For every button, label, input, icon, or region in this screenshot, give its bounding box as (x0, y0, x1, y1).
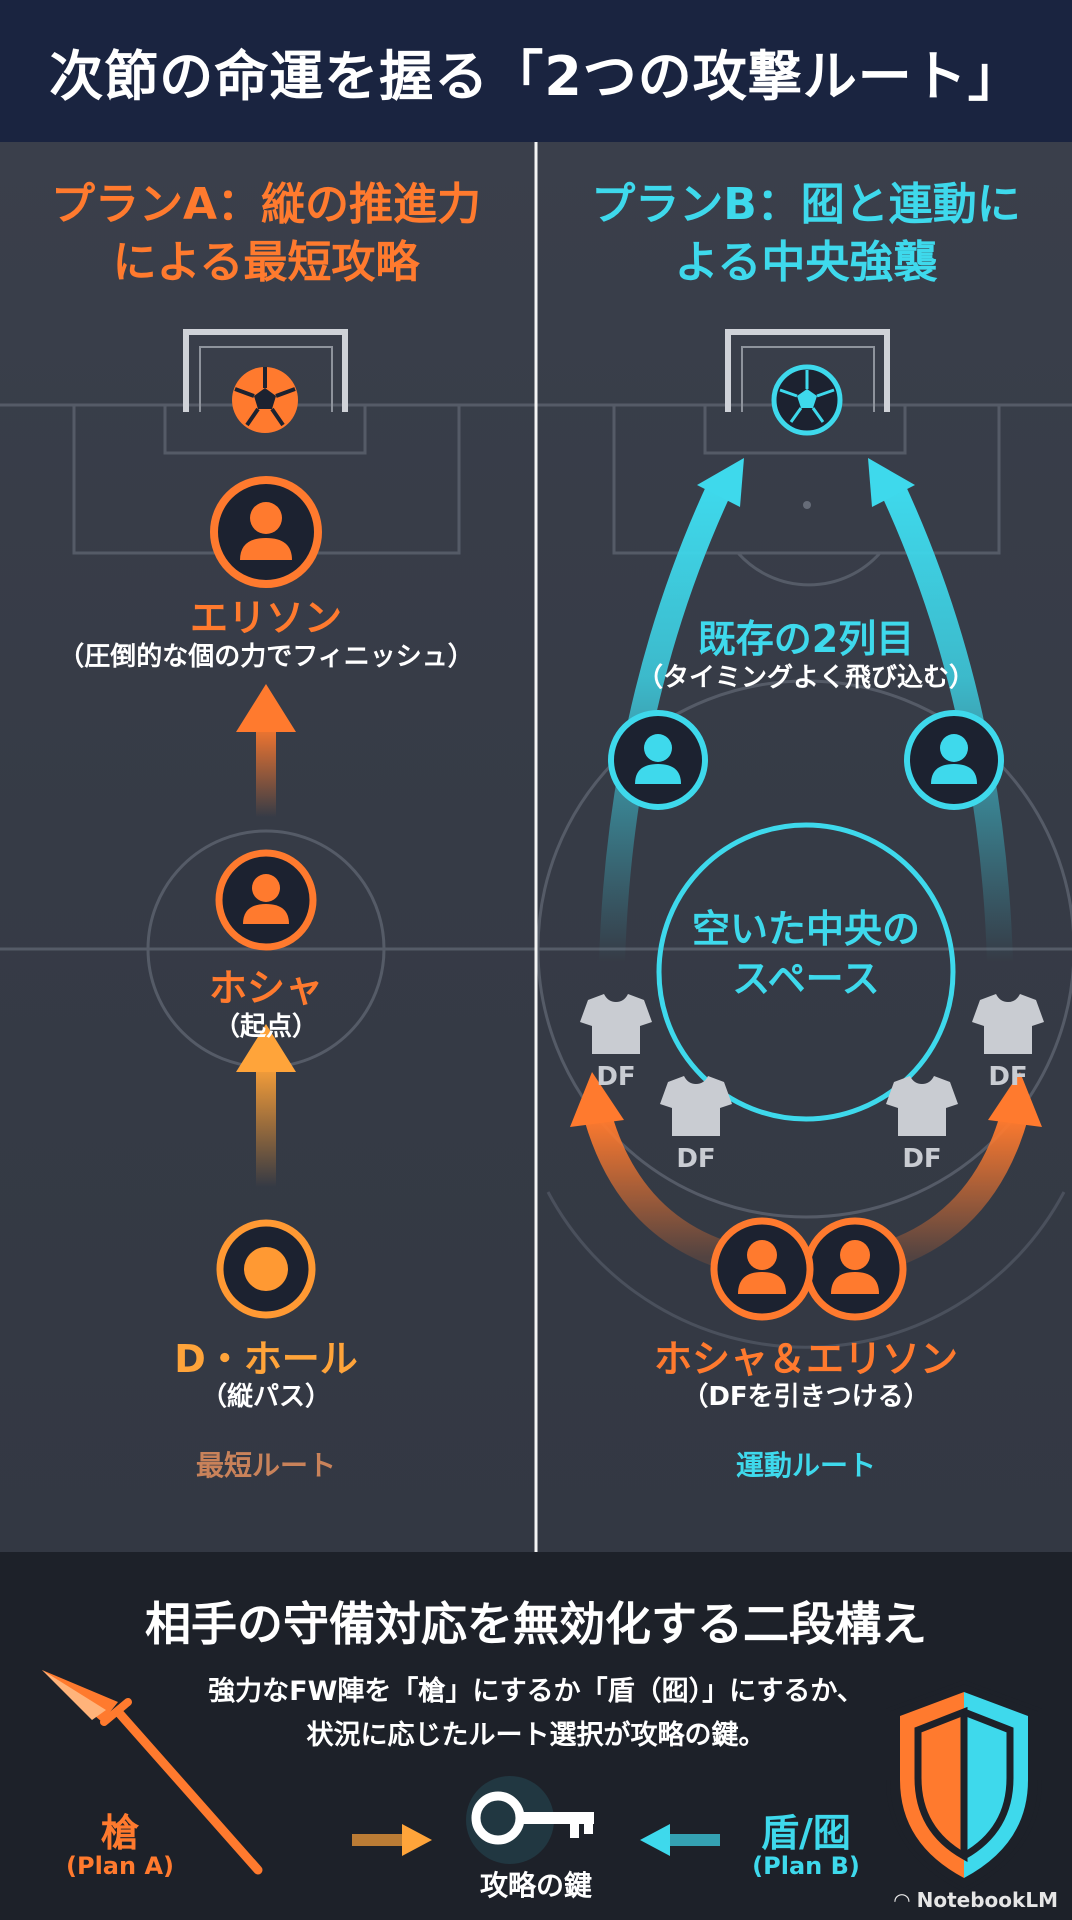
pitch-graphics (0, 142, 1072, 1552)
df-label: DF (902, 1144, 942, 1174)
shield-icon (886, 1679, 1042, 1893)
plan-b-title: プランB：囮と連動に よる中央強襲 (591, 176, 1021, 292)
decoys-name: ホシャ＆エリソン (653, 1337, 959, 1381)
key-icon (466, 1776, 594, 1864)
header: 次節の命運を握る「2つの攻撃ルート」 (0, 0, 1072, 142)
brand-label: ◠ NotebookLM (894, 1888, 1058, 1912)
plan-a-title-line1: プランA：縦の推進力 (50, 179, 482, 230)
ball-icon (771, 364, 843, 436)
space-ring (656, 822, 956, 1122)
player-icon (904, 710, 1004, 810)
df-label: DF (988, 1062, 1028, 1092)
origin-marker (216, 1219, 316, 1319)
runners-role: （タイミングよく飛び込む） (636, 663, 976, 693)
plan-b-title-line1: プランB：囮と連動に (591, 179, 1021, 230)
plan-a-title-line2: による最短攻略 (112, 237, 420, 288)
goal-icon (725, 329, 890, 412)
summary-desc-line2: 状況に応じたルート選択が攻略の鍵。 (306, 1720, 766, 1751)
central-space-line1: 空いた中央の (691, 907, 921, 951)
jersey-icon (972, 994, 1044, 1054)
finisher-name: エリソン (189, 596, 343, 640)
arrow-icon (352, 1824, 720, 1856)
route-label-b: 運動ルート (735, 1449, 877, 1482)
spear-icon (42, 1670, 263, 1875)
player-icon (710, 1217, 814, 1321)
summary-title: 相手の守備対応を無効化する二段構え (145, 1597, 927, 1651)
arrow-icon (236, 684, 296, 1187)
plan-b-title-line2: よる中央強襲 (674, 237, 938, 288)
arrow-icon (570, 1072, 1042, 1271)
page-title: 次節の命運を握る「2つの攻撃ルート」 (49, 44, 1023, 108)
pitch-area: プランA：縦の推進力 による最短攻略 エリソン （圧倒的な個の力でフィニッシュ）… (0, 142, 1072, 1552)
summary-graphics (42, 1670, 1042, 1893)
arrow-icon (599, 458, 1013, 963)
spear-plan-label: (Plan A) (66, 1852, 174, 1880)
jersey-icon (660, 1076, 732, 1136)
pivot-name: ホシャ (208, 966, 324, 1010)
df-label: DF (596, 1062, 636, 1092)
pivot-role: （起点） (213, 1012, 319, 1042)
summary-desc-line1: 強力なFW陣を「槍」にするか「盾（囮）」にするか、 (208, 1676, 864, 1707)
player-icon (210, 476, 322, 588)
origin-name: D・ホール (174, 1337, 358, 1381)
finisher-role: （圧倒的な個の力でフィニッシュ） (58, 642, 474, 672)
pitch-lines (0, 403, 1072, 1349)
ball-icon (232, 367, 298, 433)
runners-name: 既存の2列目 (697, 617, 915, 661)
key-label: 攻略の鍵 (479, 1869, 593, 1902)
decoys-role: （DFを引きつける） (682, 1382, 930, 1412)
route-label-a: 最短ルート (195, 1449, 337, 1482)
brand-text: NotebookLM (916, 1888, 1058, 1912)
jersey-icon (886, 1076, 958, 1136)
player-icon (215, 849, 317, 951)
shield-label: 盾/囮 (761, 1811, 851, 1855)
jersey-icon (580, 994, 652, 1054)
origin-role: （縦パス） (200, 1382, 332, 1412)
central-space-line2: スペース (732, 957, 880, 1001)
player-icon (608, 710, 708, 810)
spear-label: 槍 (100, 1811, 140, 1855)
shield-plan-label: (Plan B) (752, 1852, 860, 1880)
player-icon (803, 1217, 907, 1321)
goal-icon (183, 329, 348, 412)
brand-icon: ◠ (894, 1888, 917, 1912)
summary-description: 強力なFW陣を「槍」にするか「盾（囮）」にするか、 状況に応じたルート選択が攻略… (208, 1670, 864, 1758)
df-label: DF (676, 1144, 716, 1174)
plan-a-title: プランA：縦の推進力 による最短攻略 (51, 176, 481, 292)
summary-panel: 相手の守備対応を無効化する二段構え 強力なFW陣を「槍」にするか「盾（囮）」にす… (0, 1552, 1072, 1920)
central-space-label: 空いた中央の スペース (692, 904, 920, 1004)
